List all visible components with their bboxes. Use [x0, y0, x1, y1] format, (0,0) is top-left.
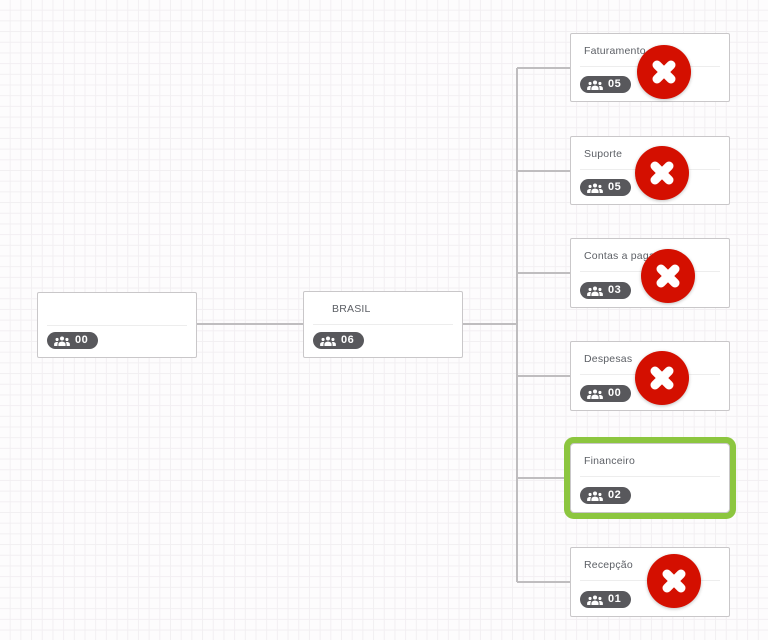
delete-node-button[interactable] [635, 351, 689, 405]
users-icon [587, 594, 603, 606]
member-count-badge: 03 [580, 282, 632, 299]
member-count-badge: 05 [580, 179, 632, 196]
member-count-badge: 05 [580, 76, 632, 93]
x-icon [648, 56, 680, 88]
member-count: 01 [608, 593, 622, 605]
node-title: Suporte [584, 148, 623, 160]
member-count: 03 [608, 284, 622, 296]
member-count: 05 [608, 181, 622, 193]
org-node-suporte[interactable]: Suporte 05 [570, 136, 730, 205]
delete-node-button[interactable] [635, 146, 689, 200]
member-count-badge: 06 [313, 332, 365, 349]
org-node-brasil[interactable]: BRASIL 06 [303, 291, 463, 358]
org-node-financeiro[interactable]: Financeiro 02 [570, 443, 730, 513]
node-title: Financeiro [584, 455, 636, 467]
users-icon [587, 285, 603, 297]
org-node-recepcao[interactable]: Recepção 01 [570, 547, 730, 617]
users-icon [587, 182, 603, 194]
node-divider [580, 476, 720, 477]
users-icon [587, 79, 603, 91]
org-node-root[interactable]: 00 [37, 292, 197, 358]
org-node-faturamento[interactable]: Faturamento 05 [570, 33, 730, 102]
member-count: 00 [75, 334, 89, 346]
delete-node-button[interactable] [647, 554, 701, 608]
node-title: BRASIL [332, 303, 371, 315]
users-icon [320, 335, 336, 347]
x-icon [652, 260, 684, 292]
member-count: 00 [608, 387, 622, 399]
users-icon [54, 335, 70, 347]
member-count-badge: 00 [47, 332, 99, 349]
users-icon [587, 388, 603, 400]
member-count: 02 [608, 489, 622, 501]
member-count-badge: 01 [580, 591, 632, 608]
node-title: Contas a pagar [584, 250, 659, 262]
org-node-despesas[interactable]: Despesas 00 [570, 341, 730, 411]
member-count-badge: 02 [580, 487, 632, 504]
org-node-contas-a-pagar[interactable]: Contas a pagar 03 [570, 238, 730, 308]
node-divider [313, 324, 453, 325]
member-count: 06 [341, 334, 355, 346]
node-title: Despesas [584, 353, 633, 365]
node-divider [47, 325, 187, 326]
member-count-badge: 00 [580, 385, 632, 402]
x-icon [658, 565, 690, 597]
users-icon [587, 490, 603, 502]
member-count: 05 [608, 78, 622, 90]
x-icon [646, 362, 678, 394]
node-title: Recepção [584, 559, 633, 571]
delete-node-button[interactable] [641, 249, 695, 303]
x-icon [646, 157, 678, 189]
delete-node-button[interactable] [637, 45, 691, 99]
node-title: Faturamento [584, 45, 646, 57]
